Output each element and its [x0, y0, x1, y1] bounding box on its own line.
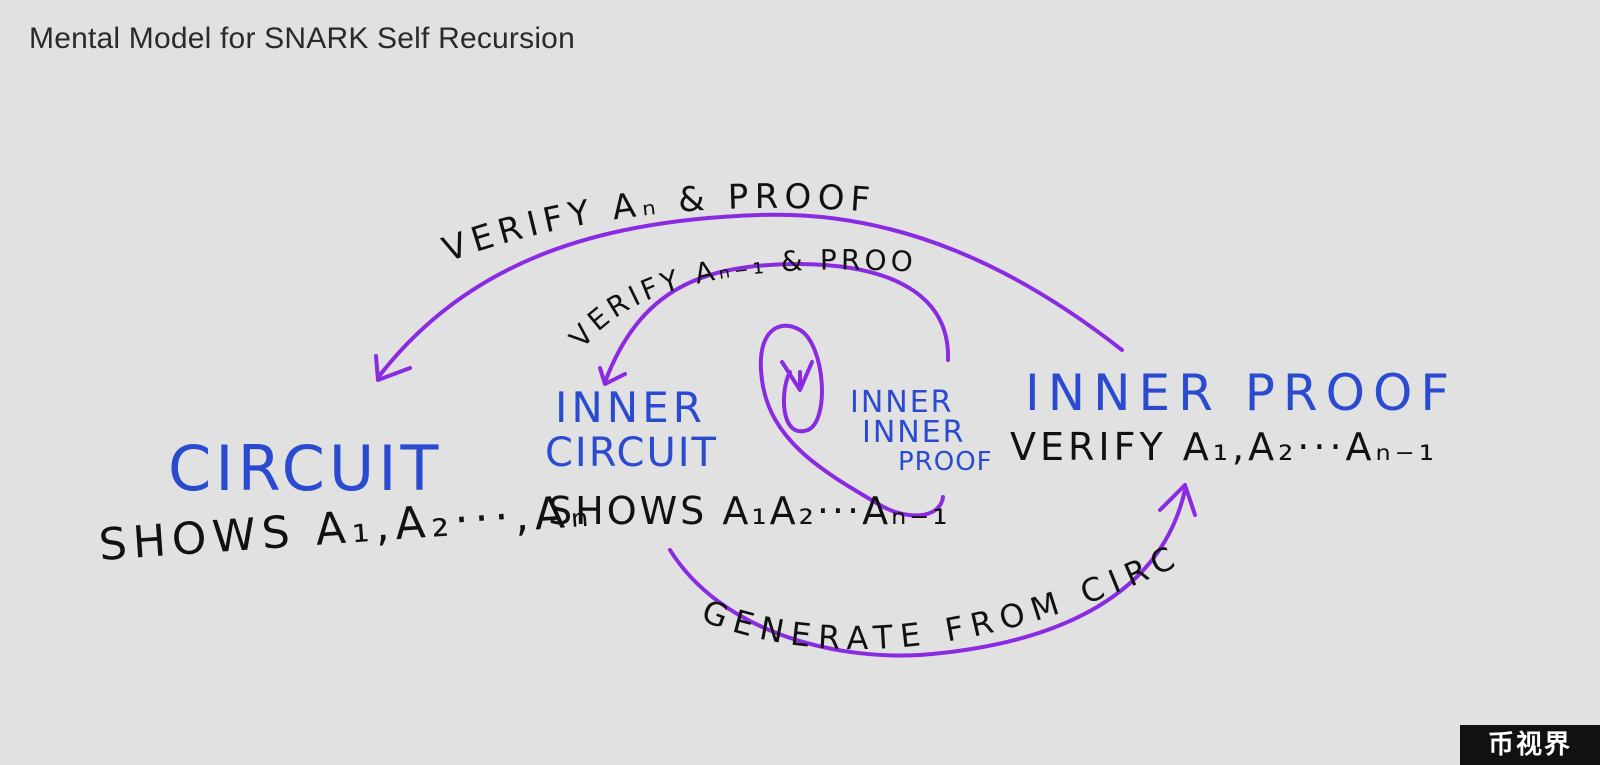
node-inner-circuit-desc: SHOWS A₁A₂···Aₙ₋₁ — [548, 489, 951, 533]
watermark-logo: 币视界 — [1460, 725, 1600, 765]
node-circuit-title: CIRCUIT — [168, 432, 442, 505]
arrow-inner-verify — [598, 262, 951, 386]
node-inner-circuit-line1: INNER — [555, 383, 706, 432]
node-inner-proof-title: INNER PROOF — [1025, 364, 1457, 422]
page-title: Mental Model for SNARK Self Recursion — [29, 22, 575, 55]
node-inner-inner-proof-line3: PROOF — [898, 447, 993, 477]
node-inner-inner-proof-line1: INNER — [850, 385, 954, 420]
node-inner-circuit-line2: CIRCUIT — [545, 430, 718, 476]
arrow-recursion-spiral — [758, 323, 945, 518]
arrow-generate — [668, 483, 1197, 658]
node-inner-proof-desc: VERIFY A₁,A₂···Aₙ₋₁ — [1010, 425, 1438, 469]
arrow-outer-verify — [374, 212, 1124, 382]
node-inner-inner-proof-line2: INNER — [862, 415, 966, 450]
